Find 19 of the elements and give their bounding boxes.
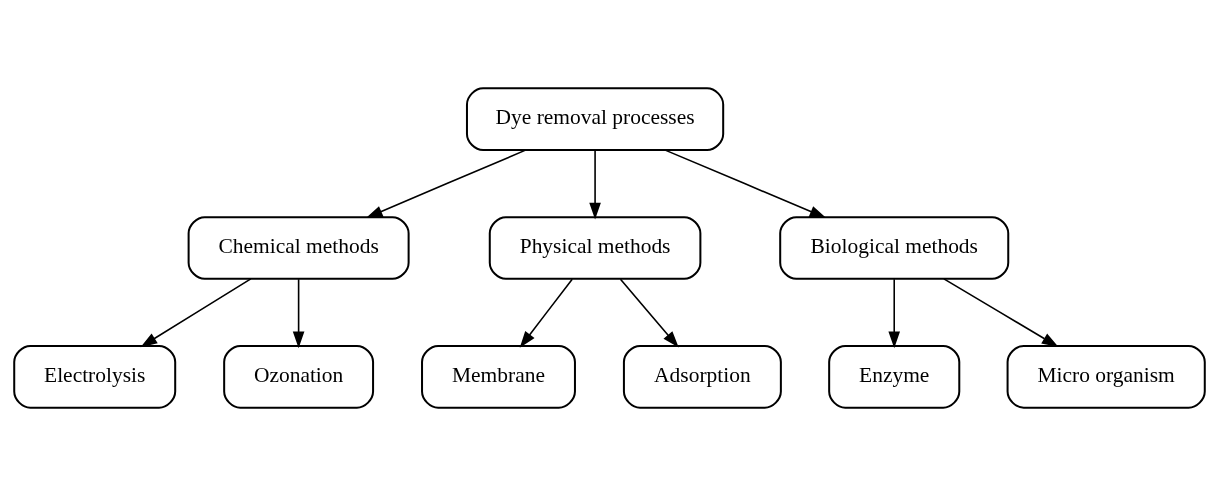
node-box: Chemical methods	[187, 215, 410, 280]
arrow	[589, 149, 601, 219]
arrow	[664, 148, 827, 218]
node-box: Adsorption	[622, 344, 782, 409]
node-box: Physical methods	[488, 215, 702, 280]
arrow	[888, 277, 901, 348]
arrow	[140, 277, 252, 347]
node-box: Biological methods	[779, 215, 1010, 280]
arrow	[365, 148, 527, 218]
node-box: Ozonation	[223, 344, 375, 409]
node-box: Dye removal processes	[465, 86, 725, 151]
arrow	[619, 277, 679, 348]
node-box: Micro organism	[1006, 344, 1206, 409]
node-box: Membrane	[421, 344, 576, 409]
node-box: Electrolysis	[13, 344, 177, 409]
node-box: Enzyme	[828, 344, 961, 409]
arrow	[292, 277, 305, 348]
arrow	[519, 277, 573, 348]
arrow	[943, 277, 1059, 347]
